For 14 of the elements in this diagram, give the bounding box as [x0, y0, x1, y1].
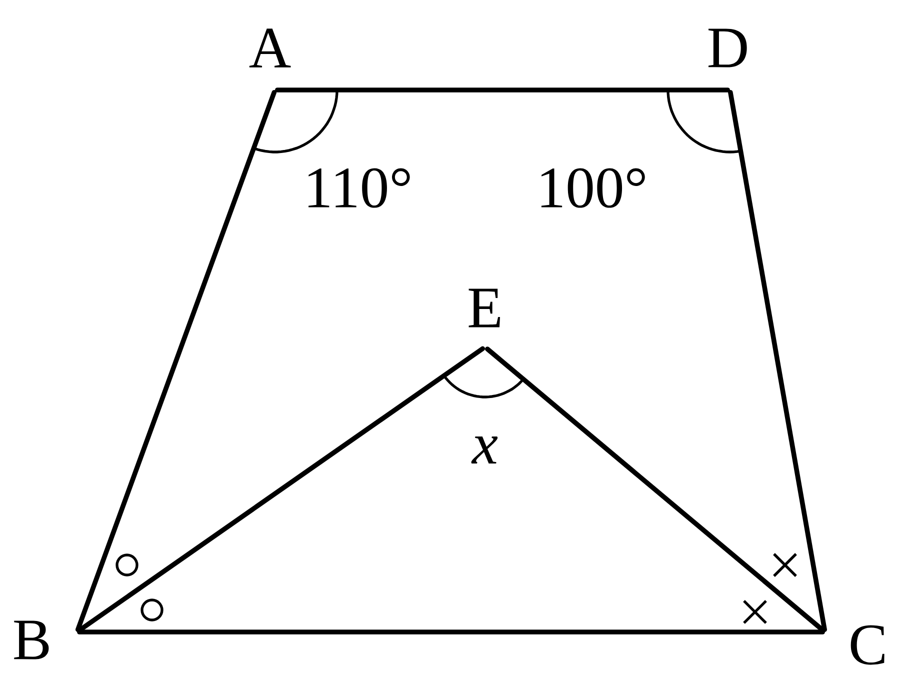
line-segment [275, 88, 730, 92]
vertex-label: D [708, 28, 747, 68]
angle-label: 110° [308, 168, 410, 208]
line-segment [728, 90, 827, 632]
angle-label: x [471, 436, 498, 464]
vertex-label: B [14, 620, 49, 660]
vertex-label: A [249, 28, 291, 68]
line-segment [485, 346, 825, 632]
line-segment [77, 630, 825, 634]
line-segment [75, 90, 277, 632]
line-segment [77, 346, 485, 633]
vertex-label: E [468, 288, 500, 328]
angle-label: 100° [541, 168, 645, 208]
vertex-label: C [850, 625, 884, 665]
